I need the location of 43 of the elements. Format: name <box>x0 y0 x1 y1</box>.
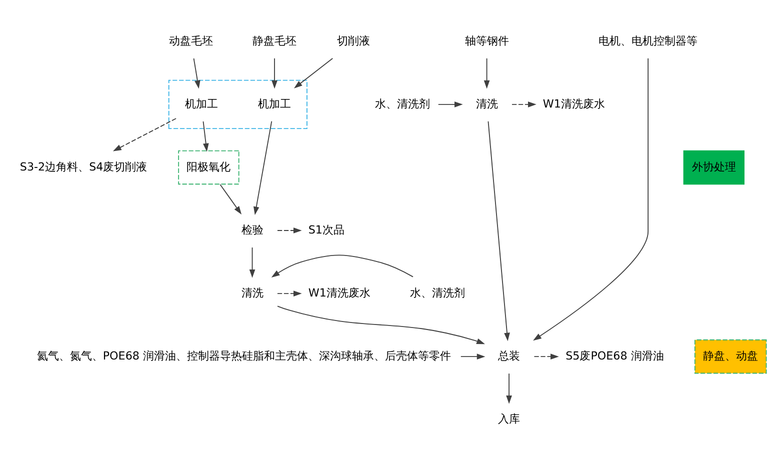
arrow <box>460 354 486 360</box>
arrow <box>506 373 512 404</box>
arrow <box>534 354 559 360</box>
node-text: 机加工 <box>184 97 218 110</box>
arrow <box>512 102 536 108</box>
node-text: W1清洗废水 <box>542 97 605 110</box>
arrow <box>484 58 490 89</box>
node-box: 外协处理 <box>683 150 744 185</box>
node-text: 水、清洗剂 <box>374 97 430 110</box>
node-text: 轴等钢件 <box>464 34 509 48</box>
node-text: S3-2边角料、S4废切削液 <box>20 160 148 174</box>
node-text: 氦气、氮气、POE68 润滑油、控制器导热硅脂和主壳体、深沟球轴承、后壳体等零件 <box>36 349 451 362</box>
node-text: 清洗 <box>476 97 498 110</box>
arrow <box>253 120 272 216</box>
arrow <box>533 58 649 341</box>
arrow <box>249 247 256 278</box>
node-text: 机加工 <box>258 97 292 110</box>
node-text: S1次品 <box>308 223 344 236</box>
arrow <box>193 58 200 89</box>
node-text: 水、清洗剂 <box>410 286 466 300</box>
node-text: 切削液 <box>336 34 370 48</box>
node-text: 清洗 <box>241 286 264 300</box>
node-text: W1清洗废水 <box>308 286 370 300</box>
arrow <box>220 184 242 215</box>
arrow <box>271 254 414 278</box>
node-text: S5废POE68 润滑油 <box>566 349 664 362</box>
arrow <box>438 102 463 108</box>
arrow <box>294 58 334 88</box>
arrow <box>202 120 209 152</box>
node-text: 电机、电机控制器等 <box>598 34 698 48</box>
arrow <box>272 58 278 89</box>
arrow <box>277 306 485 344</box>
node-box: 阳极氧化 <box>178 150 240 185</box>
node-text: 总装 <box>498 349 520 362</box>
node-text: 动盘毛坯 <box>169 34 214 48</box>
arrow <box>277 290 302 296</box>
arrow <box>488 120 510 342</box>
node-box: 静盘、动盘 <box>694 339 767 374</box>
node-text: 静盘毛坯 <box>252 34 297 48</box>
node-text: 检验 <box>241 223 264 236</box>
arrow <box>112 118 176 152</box>
node-text: 入库 <box>498 412 520 426</box>
arrow <box>277 228 302 234</box>
